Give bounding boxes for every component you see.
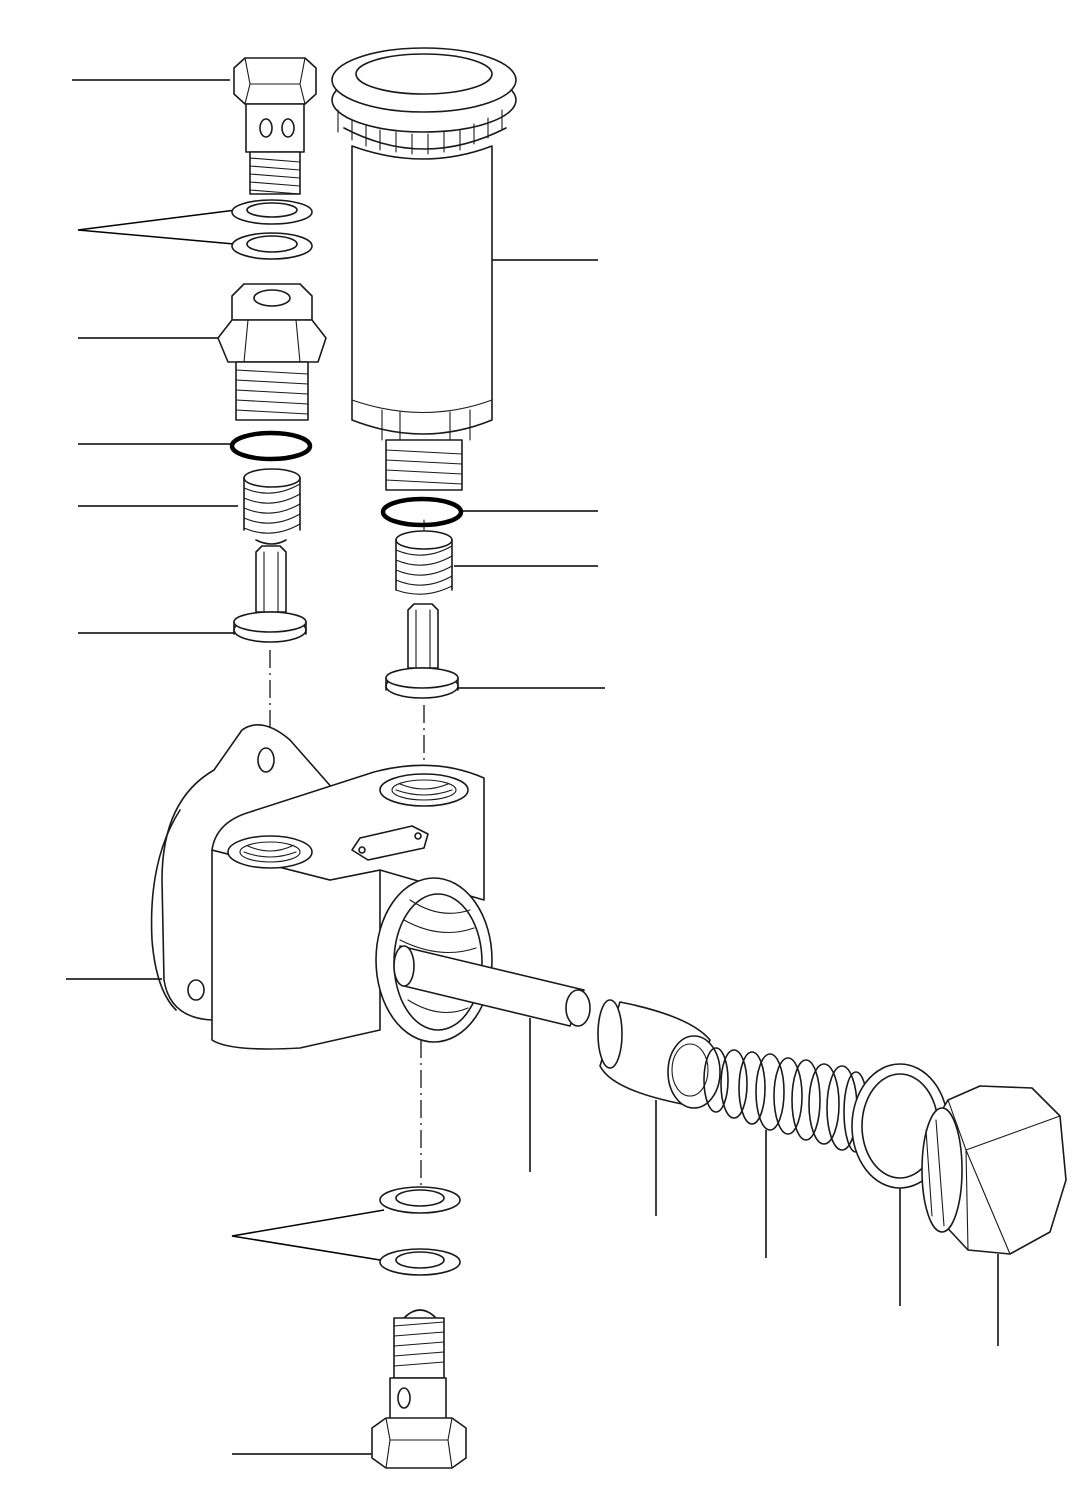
o-ring-right: [380, 496, 464, 528]
plug: [921, 1085, 1067, 1255]
washer-pair-bottom: [379, 1186, 461, 1276]
piston-spring: [703, 1047, 869, 1153]
washer-pair-top: [231, 199, 313, 260]
spring-right: [395, 530, 453, 595]
leader-lines: [66, 79, 999, 1455]
valve-right: [385, 603, 459, 699]
piston: [597, 999, 721, 1109]
valve-body-fitting: [217, 283, 327, 421]
banjo-bolt-top: [233, 57, 317, 195]
hand-primer-pump: [331, 47, 517, 491]
pump-housing: [150, 724, 493, 1050]
spring-left: [243, 468, 301, 545]
leader-washer-pair-top: [77, 209, 237, 245]
o-ring-left: [229, 430, 313, 462]
push-rod: [393, 945, 591, 1027]
banjo-bolt-bottom: [371, 1309, 467, 1469]
valve-left: [233, 545, 307, 643]
leader-washer-pair-bottom: [231, 1209, 385, 1261]
